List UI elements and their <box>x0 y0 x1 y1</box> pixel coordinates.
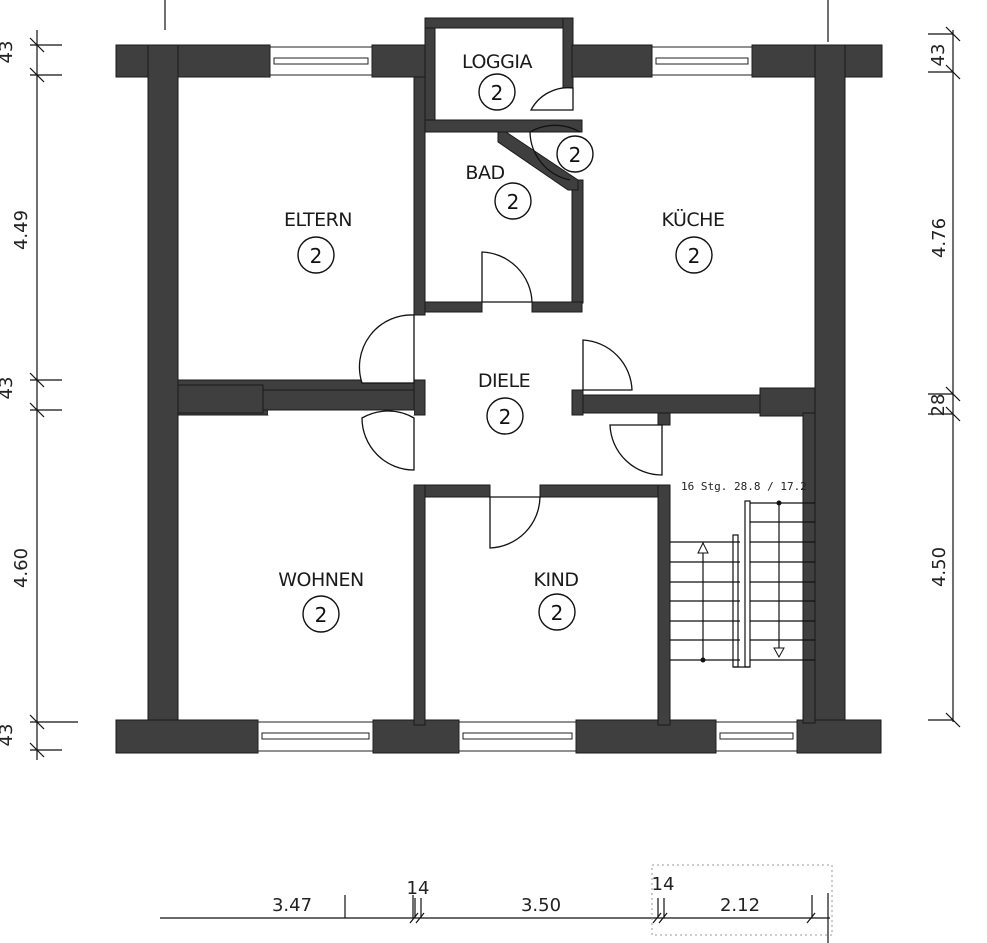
svg-text:2: 2 <box>499 405 512 429</box>
svg-text:2: 2 <box>310 244 323 268</box>
unit-badge <box>478 73 516 111</box>
unit-badge <box>486 397 524 435</box>
room-bad: BAD 2 <box>465 162 532 220</box>
svg-text:43: 43 <box>928 44 949 67</box>
dimension-chain-bottom: 3.47 14 3.50 14 2.12 <box>160 864 833 943</box>
staircase: 16 Stg. 28.8 / 17.2 <box>670 480 815 668</box>
room-name: KIND <box>534 569 579 591</box>
svg-text:2.12: 2.12 <box>720 895 760 916</box>
room-eltern: ELTERN 2 <box>284 209 353 274</box>
outer-walls <box>115 17 883 754</box>
room-bad-door-badge: 2 <box>556 135 594 173</box>
door-stairs <box>609 424 663 476</box>
svg-text:43: 43 <box>0 377 17 400</box>
room-loggia: LOGGIA 2 <box>462 51 533 111</box>
window-kueche <box>651 46 753 76</box>
room-kind: KIND 2 <box>534 569 579 631</box>
room-name: ELTERN <box>284 209 352 231</box>
unit-badge <box>494 182 532 220</box>
room-name: BAD <box>465 162 504 184</box>
window-stairs <box>715 721 798 752</box>
unit-badge <box>538 593 576 631</box>
door-wohnen <box>361 410 415 471</box>
svg-text:2: 2 <box>688 244 701 268</box>
windows <box>257 46 798 752</box>
svg-text:2: 2 <box>551 601 564 625</box>
stair-start-dot <box>700 657 706 663</box>
door-bad-diele <box>481 251 533 303</box>
svg-text:4.49: 4.49 <box>11 210 32 250</box>
interior-walls <box>177 76 816 726</box>
svg-text:2: 2 <box>315 603 328 627</box>
svg-text:43: 43 <box>0 724 17 747</box>
room-diele: DIELE 2 <box>478 370 531 435</box>
unit-badge <box>302 595 340 633</box>
faded-stamp <box>651 864 833 936</box>
doors <box>358 87 663 549</box>
room-name: WOHNEN <box>278 569 363 591</box>
room-name: LOGGIA <box>462 51 532 73</box>
svg-text:4.60: 4.60 <box>11 548 32 588</box>
window-wohnen <box>257 721 374 752</box>
svg-text:14: 14 <box>652 874 675 895</box>
door-eltern <box>358 314 415 384</box>
room-wohnen: WOHNEN 2 <box>278 569 364 633</box>
door-bad <box>529 124 581 181</box>
window-kind <box>458 721 577 752</box>
svg-text:2: 2 <box>491 81 504 105</box>
svg-text:4.50: 4.50 <box>929 547 950 587</box>
stair-spec: 16 Stg. 28.8 / 17.2 <box>681 480 807 493</box>
room-name: DIELE <box>478 370 530 392</box>
unit-badge <box>556 135 594 173</box>
svg-text:2: 2 <box>569 143 582 167</box>
dimension-chain-left: 43 4.49 43 4.60 43 <box>0 30 78 760</box>
svg-text:3.50: 3.50 <box>521 895 561 916</box>
dimension-chain-right: 43 4.76 28 4.50 <box>928 26 961 728</box>
unit-badge <box>297 236 335 274</box>
svg-text:3.47: 3.47 <box>272 895 312 916</box>
window-eltern <box>269 46 373 76</box>
svg-text:14: 14 <box>407 878 430 899</box>
room-kueche: KÜCHE 2 <box>662 208 725 274</box>
stair-end-dot <box>776 500 782 506</box>
room-name: KÜCHE <box>662 208 725 231</box>
door-loggia <box>529 87 574 111</box>
door-kind <box>489 496 541 549</box>
door-kueche <box>582 339 633 391</box>
svg-text:43: 43 <box>0 41 17 64</box>
svg-text:4.76: 4.76 <box>929 218 950 258</box>
svg-text:28: 28 <box>928 394 949 417</box>
svg-text:2: 2 <box>507 190 520 214</box>
unit-badge <box>675 236 713 274</box>
